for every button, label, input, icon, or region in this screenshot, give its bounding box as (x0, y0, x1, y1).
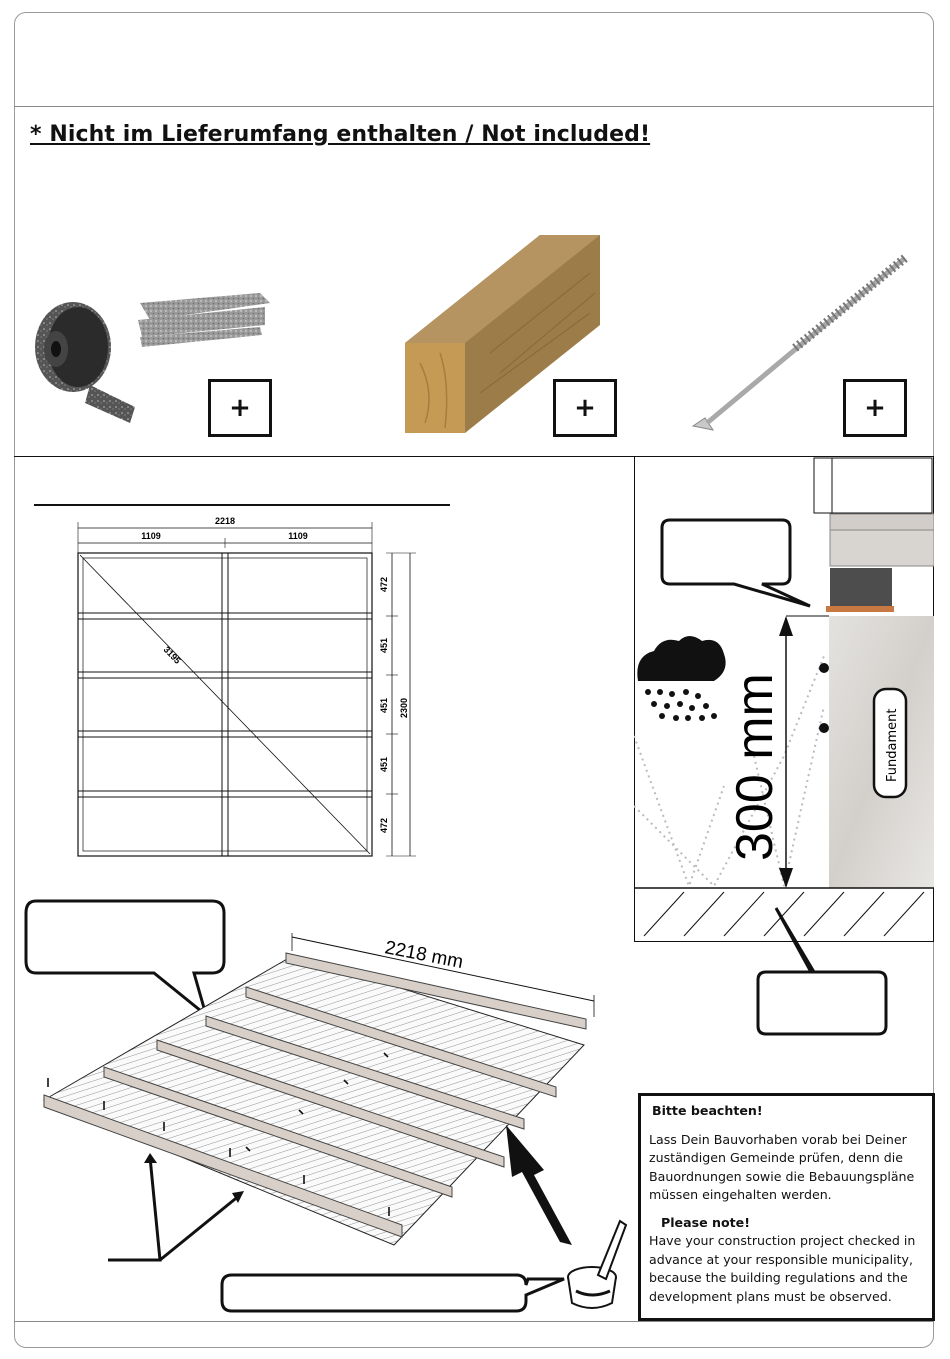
dim-overall-depth: 2300 (399, 698, 409, 718)
add-wood-screw-box: + (843, 379, 907, 437)
dim-spacing-1: 472 (379, 577, 389, 592)
paint-bucket-icon (567, 1219, 628, 1309)
notice-de-title: Bitte beachten! (652, 1103, 763, 1118)
notice-en-title: Please note! (661, 1214, 750, 1230)
rubber-pad-image (35, 293, 270, 423)
foundation-label: Fundament (885, 709, 900, 782)
iso-width-label: 2218 mm (383, 937, 465, 973)
section-divider (14, 456, 934, 457)
notice-en-text: Have your construction project checked i… (649, 1233, 916, 1304)
add-timber-post-box: + (553, 379, 617, 437)
dim-diagonal: 3195 (162, 644, 183, 665)
not-included-title: * Nicht im Lieferumfang enthalten / Not … (30, 122, 651, 147)
height-label: 300 mm (726, 673, 784, 861)
add-rubber-pad-box: + (208, 379, 272, 437)
dim-half-right: 1109 (288, 531, 308, 541)
dim-spacing-5: 472 (379, 818, 389, 833)
ground-callout (756, 907, 888, 1036)
header-divider (14, 106, 934, 107)
notice-de-text: Lass Dein Bauvorhaben vorab bei Deiner z… (649, 1131, 915, 1203)
dim-spacing-2: 451 (379, 638, 389, 653)
foundation-detail: 300 mm Fundament (634, 456, 934, 942)
isometric-assembly: 2218 mm (24, 899, 628, 1313)
footer-divider (14, 1321, 934, 1322)
floor-plan-drawing: 2218 1109 1109 3195 472 451 451 451 472 … (34, 504, 450, 857)
dim-half-left: 1109 (141, 531, 161, 541)
dim-spacing-3: 451 (379, 698, 389, 713)
wood-screw-image (691, 254, 908, 431)
notice-box: Bitte beachten! Lass Dein Bauvorhaben vo… (638, 1093, 935, 1321)
dim-overall-width: 2218 (215, 516, 235, 526)
dim-spacing-4: 451 (379, 757, 389, 772)
timber-post-image (405, 235, 600, 433)
